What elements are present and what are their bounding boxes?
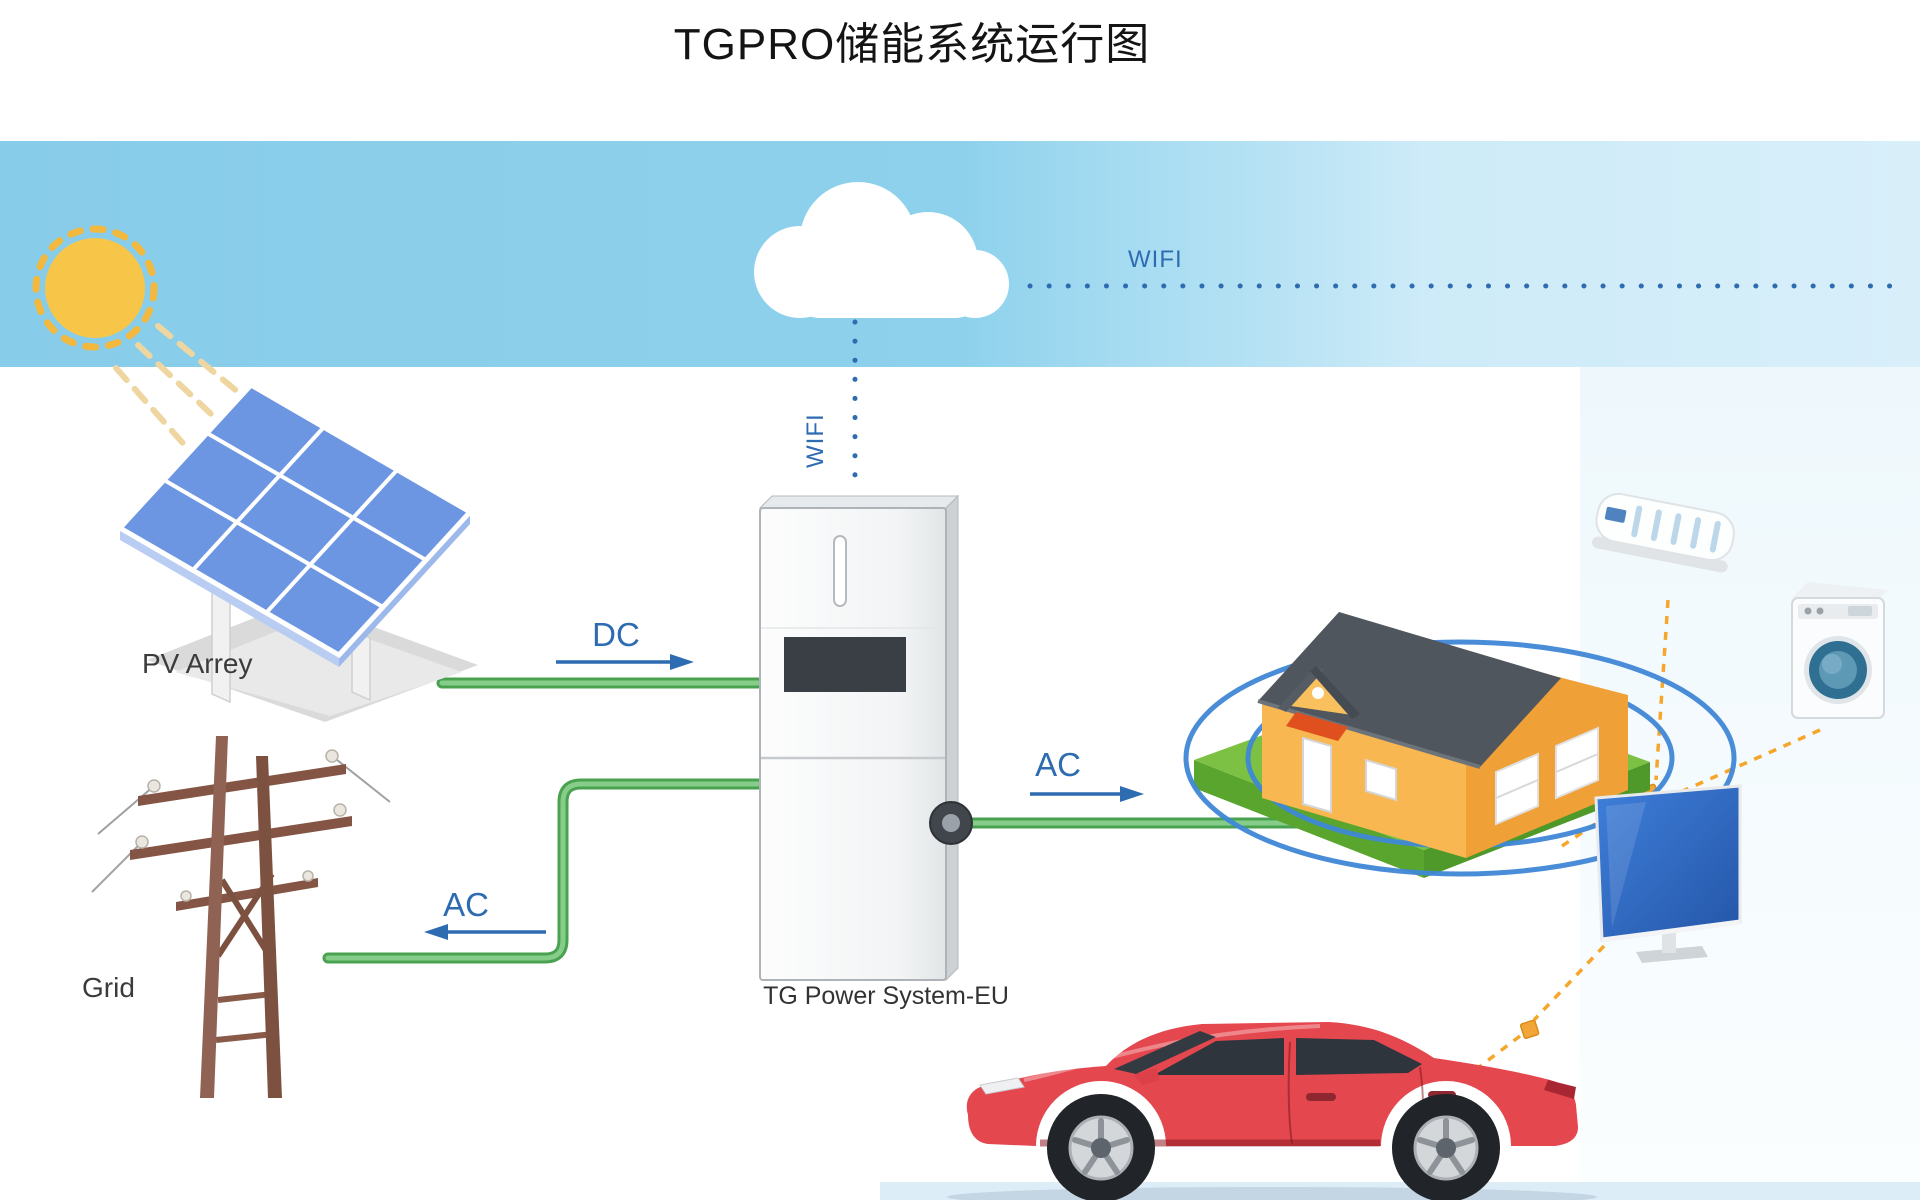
ev-car-icon bbox=[947, 1022, 1597, 1200]
pv-array-label: PV Arrey bbox=[142, 648, 253, 679]
ground-strip bbox=[880, 1182, 1920, 1200]
inverter-label: TG Power System-EU bbox=[763, 982, 1009, 1010]
dc-flow-label: DC bbox=[592, 616, 640, 653]
smart-dashed-links bbox=[1460, 599, 1821, 1082]
cloud-icon bbox=[754, 182, 1009, 318]
grid-label: Grid bbox=[82, 972, 135, 1003]
ac-grid-flow-label: AC bbox=[443, 886, 489, 923]
wifi-label-horizontal: WIFI bbox=[1128, 246, 1183, 273]
tv-icon bbox=[1594, 784, 1742, 963]
inverter-icon bbox=[758, 494, 973, 982]
ac-house-flow-label: AC bbox=[1035, 746, 1081, 783]
diagram-title: TGPRO储能系统运行图 bbox=[673, 20, 1151, 69]
washing-machine-icon bbox=[1791, 582, 1888, 719]
solar-panel-icon bbox=[116, 381, 478, 722]
wifi-dotted-links bbox=[852, 283, 1908, 495]
car-wheel bbox=[1047, 1094, 1155, 1200]
flow-arrows bbox=[424, 654, 1144, 940]
wifi-label-vertical: WIFI bbox=[802, 413, 829, 468]
house-icon bbox=[1183, 612, 1737, 878]
utility-pole-icon bbox=[91, 736, 391, 1098]
car-wheel bbox=[1392, 1094, 1500, 1200]
air-conditioner-icon bbox=[1592, 492, 1735, 573]
